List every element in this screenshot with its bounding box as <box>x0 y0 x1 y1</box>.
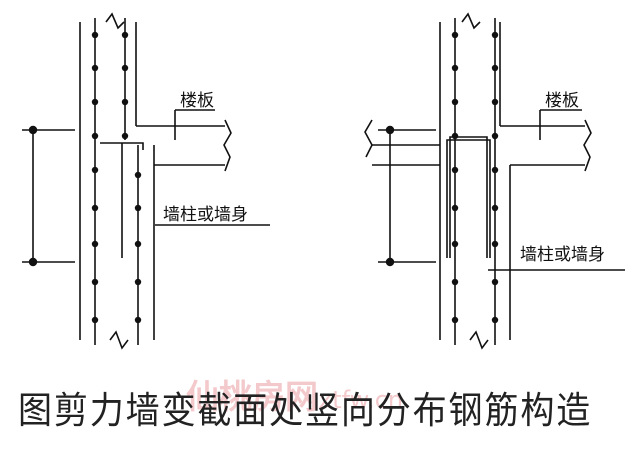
right-wall-section <box>364 12 625 350</box>
watermark-url: xtfw.cn <box>318 386 404 414</box>
rebar-dots <box>28 31 499 324</box>
left-wall-section <box>22 12 270 350</box>
figure-caption: 图剪力墙变截面处竖向分布钢筋构造 <box>18 389 593 432</box>
watermark: 仙桃房网xtfw.cn <box>186 370 403 418</box>
right-wall-label: 墙柱或墙身 <box>520 245 605 265</box>
watermark-cn: 仙桃房网 <box>186 377 318 416</box>
left-wall-label: 墙柱或墙身 <box>163 205 248 225</box>
left-slab-label: 楼板 <box>180 91 214 111</box>
right-slab-label: 楼板 <box>545 91 579 111</box>
